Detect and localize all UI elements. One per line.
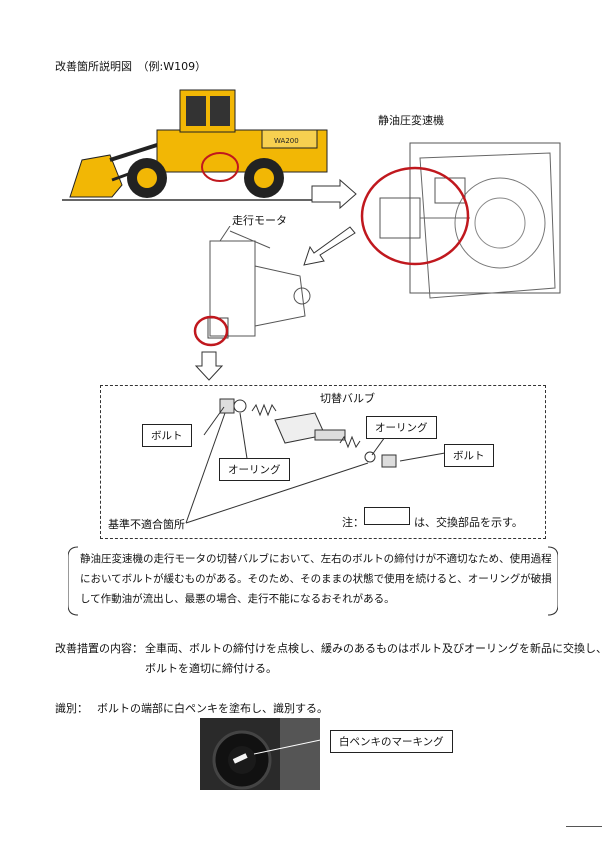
- arrow-right-icon: [311, 178, 357, 210]
- note-legend-box: [364, 507, 410, 525]
- loader-model-text: WA200: [274, 137, 299, 145]
- marking-leader-line: [253, 737, 330, 755]
- switch-valve-label: 切替バルブ: [317, 390, 378, 406]
- page-footer-mark: [566, 826, 602, 827]
- description-text: 静油圧変速機の走行モータの切替バルブにおいて、左右のボルトの締付けが不適切なため…: [80, 553, 552, 605]
- marking-photo: [200, 718, 320, 790]
- page-title: 改善箇所説明図 （例:W109）: [55, 60, 207, 73]
- description-brackets: [68, 546, 558, 616]
- marking-label: 白ペンキのマーキング: [330, 730, 453, 753]
- travel-motor-illustration: [193, 226, 311, 347]
- valve-exploded-view: [185, 398, 446, 524]
- transmission-illustration: [360, 142, 561, 299]
- identification-label: 識別：: [55, 702, 88, 715]
- wheel-loader-illustration: WA200: [62, 89, 332, 201]
- measures-line-1: 全車両、ボルトの締付けを点検し、緩みのあるものはボルト及びオーリングを新品に交換…: [145, 642, 607, 655]
- note-suffix: は、交換部品を示す。: [414, 516, 523, 529]
- measures-label: 改善措置の内容：: [55, 642, 143, 655]
- nonconforming-label: 基準不適合箇所: [108, 518, 185, 531]
- travel-motor-label: 走行モータ: [232, 214, 287, 227]
- oring-left-label: オーリング: [219, 458, 290, 481]
- bolt-right-label: ボルト: [444, 444, 494, 467]
- transmission-label: 静油圧変速機: [378, 114, 444, 127]
- note-prefix: 注：: [342, 516, 364, 529]
- identification-text: ボルトの端部に白ペンキを塗布し、識別する。: [97, 702, 328, 715]
- bolt-left-label: ボルト: [142, 424, 192, 447]
- oring-top-label: オーリング: [366, 416, 437, 439]
- arrow-down-icon: [194, 351, 224, 381]
- valve-detail-frame: [100, 385, 546, 539]
- measures-line-2: ボルトを適切に締付ける。: [145, 662, 277, 675]
- arrow-down-left-icon: [303, 226, 356, 266]
